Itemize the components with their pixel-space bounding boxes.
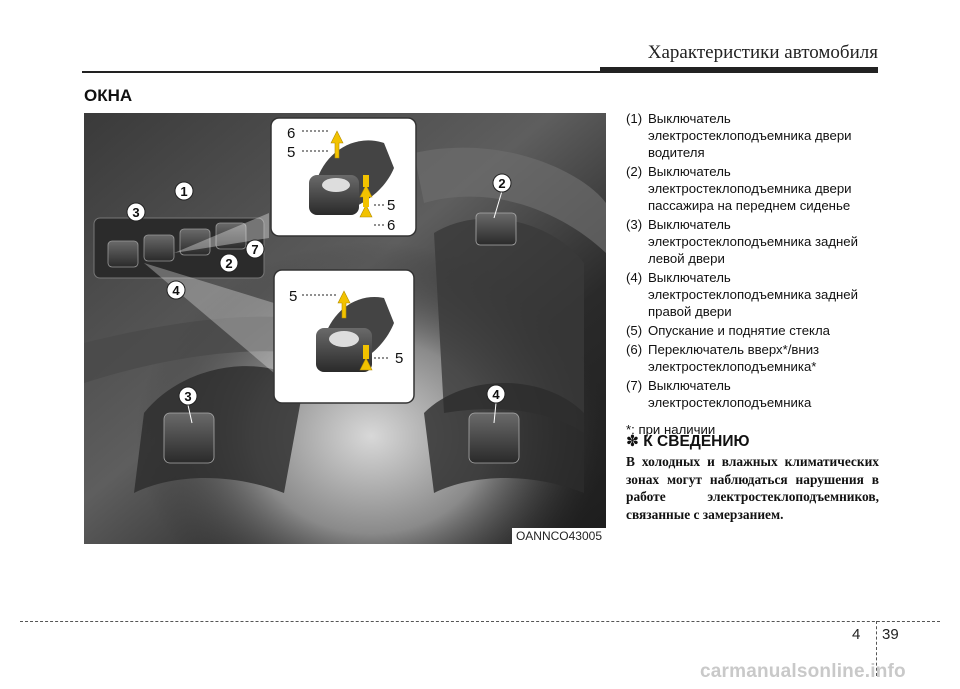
callout-5-top: 5 (287, 144, 295, 161)
callout-6-top: 6 (287, 125, 295, 142)
legend-item: (2) Выключатель электростеклоподъемника … (626, 163, 886, 214)
header-title: Характеристики автомобиля (647, 42, 878, 63)
callout-3-panel: 3 (132, 205, 139, 220)
callout-7: 7 (251, 242, 258, 257)
legend-item: (5) Опускание и поднятие стекла (626, 322, 886, 339)
legend-text: Опускание и поднятие стекла (648, 323, 830, 338)
caution-body: В холодных и влажных климатических зонах… (626, 454, 879, 522)
callout-5-bottom: 5 (387, 197, 395, 214)
legend-item: (1) Выключатель электростеклоподъемника … (626, 110, 886, 161)
caution-title: ✽ К СВЕДЕНИЮ (626, 433, 750, 450)
callout-5-mid-bottom: 5 (395, 350, 403, 367)
legend-list: (1) Выключатель электростеклоподъемника … (626, 110, 886, 438)
callout-6-bottom: 6 (387, 217, 395, 234)
legend-text: Выключатель электростеклоподъемника (648, 378, 812, 410)
legend-text: Выключатель электростеклоподъемника задн… (648, 270, 859, 319)
callout-2-door: 2 (498, 176, 505, 191)
legend-item: (4) Выключатель электростеклоподъемника … (626, 269, 886, 320)
section-title: ОКНА (84, 86, 133, 105)
legend-item: (6) Переключатель вверх*/вниз электросте… (626, 341, 886, 375)
header-rule (82, 71, 622, 73)
legend-text: Выключатель электростеклоподъемника двер… (648, 111, 852, 160)
legend-item: (3) Выключатель электростеклоподъемника … (626, 216, 886, 267)
legend-num: (2) (626, 164, 643, 179)
callout-1: 1 (180, 184, 187, 199)
legend-num: (5) (626, 323, 643, 338)
chapter-number: 4 (852, 626, 861, 643)
legend-text: Выключатель электростеклоподъемника двер… (648, 164, 852, 213)
watermark: carmanualsonline.info (700, 661, 906, 682)
legend-num: (4) (626, 270, 643, 285)
callout-4-panel: 4 (172, 283, 180, 298)
footer-divider (876, 621, 877, 676)
legend-num: (6) (626, 342, 643, 357)
legend-text: Выключатель электростеклоподъемника задн… (648, 217, 859, 266)
page-number: 39 (882, 626, 899, 643)
legend-text: Переключатель вверх*/вниз электростеклоп… (648, 342, 820, 374)
legend-item: (7) Выключатель электростеклоподъемника (626, 377, 886, 411)
window-switch-figure: 6 5 5 6 5 5 1 3 7 2 4 2 3 4 OANNCO43005 (84, 113, 606, 544)
callout-4-rear: 4 (492, 387, 500, 402)
legend-num: (3) (626, 217, 643, 232)
legend-num: (1) (626, 111, 643, 126)
callout-2-panel: 2 (225, 256, 232, 271)
legend-num: (7) (626, 378, 643, 393)
header-rule-accent (600, 67, 878, 73)
footer-rule (20, 621, 940, 622)
callout-3-rear: 3 (184, 389, 191, 404)
figure-code: OANNCO43005 (511, 528, 606, 544)
callout-5-mid-top: 5 (289, 288, 297, 305)
footnote: *: при наличии (626, 422, 716, 437)
